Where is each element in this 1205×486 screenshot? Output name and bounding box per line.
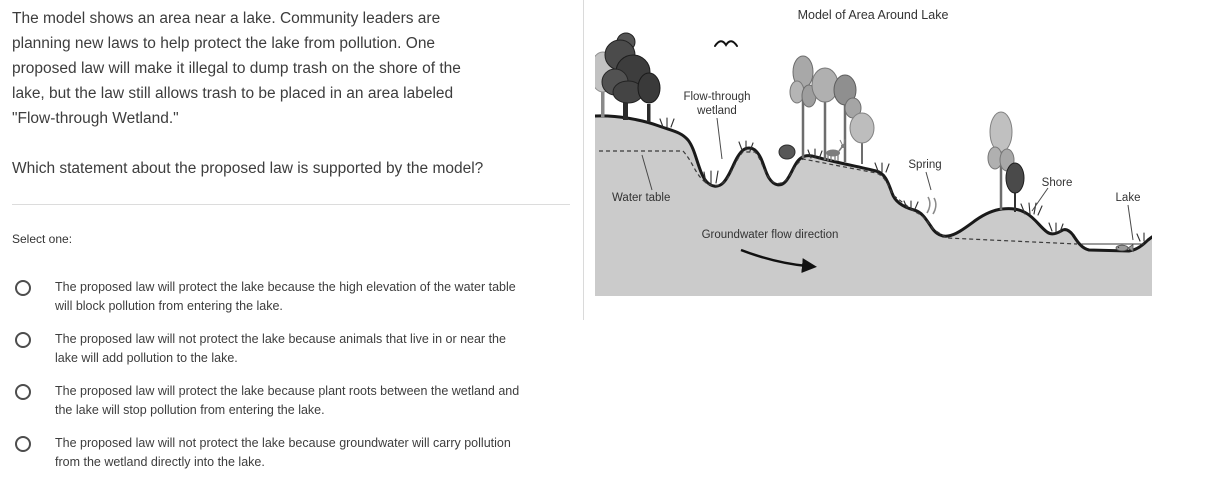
trees-shore: [987, 111, 1025, 212]
grass-tuft: [874, 162, 890, 173]
label-flow-through-wetland-line2: wetland: [696, 105, 737, 117]
deer-icon: [826, 138, 846, 161]
panel-separator: [583, 0, 584, 320]
diagram-title: Model of Area Around Lake: [798, 8, 949, 22]
grass-tuft: [903, 200, 919, 210]
wetland-reeds: [703, 170, 719, 185]
radio-button-1[interactable]: [15, 280, 31, 296]
wetland-leader-line: [716, 117, 723, 160]
bird-icon: [714, 40, 738, 47]
option-label-2: The proposed law will not protect the la…: [55, 332, 506, 365]
shore-leader-line: [1031, 187, 1049, 212]
radio-button-4[interactable]: [15, 436, 31, 452]
option-label-3: The proposed law will protect the lake b…: [55, 384, 520, 417]
label-flow-through-wetland: Flow-through: [683, 91, 750, 103]
grass-tuft: [1136, 232, 1145, 242]
groundwater-flow-arrow: [740, 248, 817, 273]
label-spring: Spring: [908, 159, 941, 171]
water-table-line: [599, 150, 1078, 245]
trees-middle: [778, 55, 875, 164]
fish-icon: [1115, 243, 1134, 253]
divider: [12, 204, 570, 205]
water-table-leader-line: [641, 154, 653, 191]
ground-fill: [595, 115, 1152, 296]
spring-leader-line: [925, 171, 932, 191]
question-prompt: Which statement about the proposed law i…: [12, 160, 484, 177]
radio-button-3[interactable]: [15, 384, 31, 400]
label-water-table: Water table: [612, 192, 670, 204]
select-one-label: Select one:: [12, 232, 73, 246]
lake-model-diagram: Model of Area Around Lake Flow-through w…: [589, 0, 1154, 300]
label-shore: Shore: [1042, 177, 1073, 189]
terrain-surface-line: [593, 114, 1154, 253]
option-label-4: The proposed law will not protect the la…: [55, 436, 511, 469]
question-paragraph: The model shows an area near a lake. Com…: [12, 10, 461, 127]
grass-tuft: [1048, 222, 1064, 233]
spring-water: [926, 196, 937, 215]
lake-model-svg: Model of Area Around Lake Flow-through w…: [589, 8, 1154, 296]
option-label-1: The proposed law will protect the lake b…: [55, 280, 516, 313]
question-panel: The model shows an area near a lake. Com…: [12, 0, 572, 486]
grass-tuft: [659, 117, 675, 128]
lake-leader-line: [1127, 204, 1134, 241]
label-groundwater-flow: Groundwater flow direction: [702, 229, 839, 241]
trees-left: [589, 32, 661, 122]
grass-tuft: [807, 148, 823, 160]
answer-option-3[interactable]: The proposed law will protect the lake b…: [12, 382, 572, 420]
label-lake: Lake: [1116, 192, 1141, 204]
grass-tuft: [738, 140, 754, 152]
answer-option-2[interactable]: The proposed law will not protect the la…: [12, 330, 572, 368]
grass-tuft: [1020, 202, 1043, 216]
radio-button-2[interactable]: [15, 332, 31, 348]
answer-option-4[interactable]: The proposed law will not protect the la…: [12, 434, 572, 472]
options-list: The proposed law will protect the lake b…: [12, 278, 572, 472]
answer-option-1[interactable]: The proposed law will protect the lake b…: [12, 278, 572, 316]
